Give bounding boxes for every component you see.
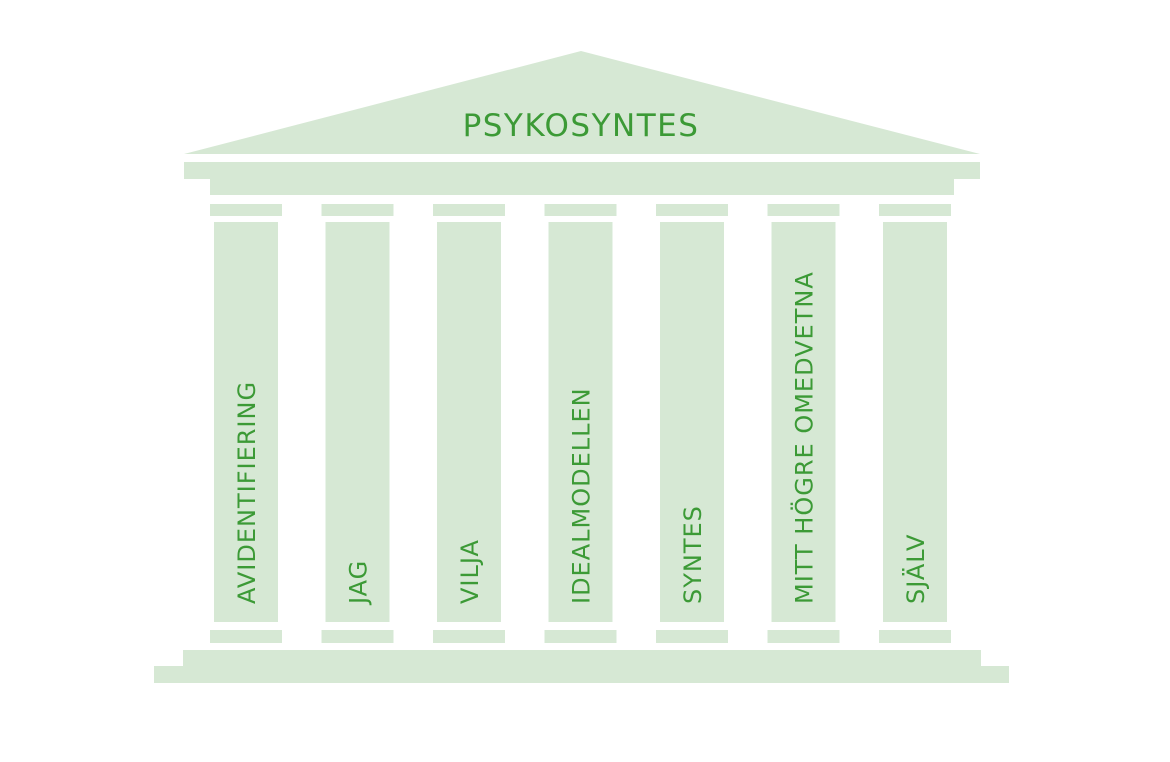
pillar-base: [544, 630, 617, 643]
pillar-shaft: [548, 222, 613, 622]
pillar-base: [767, 630, 840, 643]
pillar: VILJA: [433, 204, 505, 643]
pediment-title: PSYKOSYNTES: [463, 108, 700, 144]
pillar-capital: [321, 204, 394, 216]
base-step-upper: [183, 650, 981, 667]
pillar-label: VILJA: [456, 539, 484, 604]
pillar-shaft: [883, 222, 947, 622]
pillar-label: MITT HÖGRE OMEDVETNA: [790, 271, 819, 604]
pillar-base: [433, 630, 505, 643]
entablature-top: [184, 162, 980, 179]
pillar-base: [321, 630, 394, 643]
pillar: IDEALMODELLEN: [544, 204, 617, 643]
pillar-base: [879, 630, 951, 643]
pillar-base: [210, 630, 282, 643]
pillar-label: JAG: [345, 560, 373, 606]
pillar-capital: [544, 204, 617, 216]
pillar-shaft: [214, 222, 278, 622]
pillar-shaft: [771, 222, 836, 622]
pediment-roof: [184, 51, 980, 154]
pillar-row: AVIDENTIFIERING JAG VILJA IDEALMODELLEN SYNT…: [210, 204, 951, 643]
pillar-capital: [433, 204, 505, 216]
pillar-label: AVIDENTIFIERING: [233, 381, 261, 604]
pillar-capital: [879, 204, 951, 216]
pillar-label: SJÄLV: [901, 534, 930, 604]
base-step-lower: [154, 666, 1009, 683]
pillar: MITT HÖGRE OMEDVETNA: [767, 204, 840, 643]
entablature-bottom: [210, 179, 954, 195]
pillar: JAG: [321, 204, 394, 643]
pillar-label: SYNTES: [679, 505, 707, 604]
pillar: SYNTES: [656, 204, 728, 643]
pillar-shaft: [660, 222, 724, 622]
pillar: AVIDENTIFIERING: [210, 204, 282, 643]
pillar-capital: [767, 204, 840, 216]
pillar-base: [656, 630, 728, 643]
pillar-capital: [210, 204, 282, 216]
pillar-shaft: [437, 222, 501, 622]
pillar-capital: [656, 204, 728, 216]
pillar-label: IDEALMODELLEN: [568, 387, 596, 604]
pillar-shaft: [325, 222, 390, 622]
pillar: SJÄLV: [879, 204, 951, 643]
